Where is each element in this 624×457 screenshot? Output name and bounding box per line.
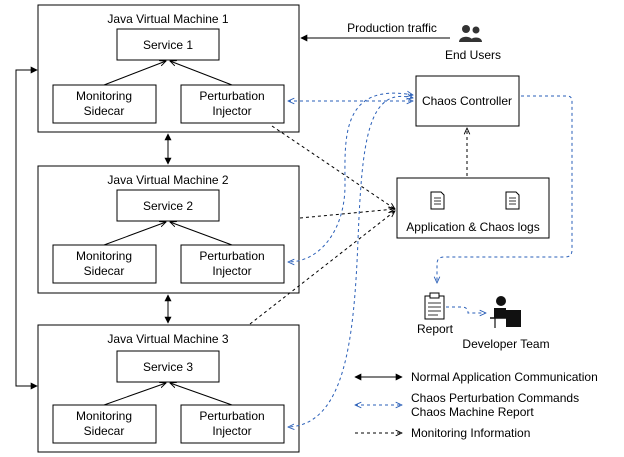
jvm-3: Java Virtual Machine 3 Service 3 Monitor…	[37, 324, 300, 453]
perturbation-injector-1-line1: Perturbation	[199, 89, 264, 103]
controller-injector-2-arrow	[288, 93, 413, 262]
legend-monitoring-label: Monitoring Information	[411, 426, 530, 440]
jvm-1: Java Virtual Machine 1 Service 1 Monitor…	[37, 4, 300, 133]
jvm-1-title: Java Virtual Machine 1	[107, 12, 229, 26]
jvm1-jvm3-communication-arrow	[15, 66, 38, 390]
document-icon	[430, 191, 445, 210]
developer-team-label: Developer Team	[462, 337, 549, 351]
controller-to-report-arrow	[437, 95, 573, 283]
document-icon	[505, 191, 520, 210]
legend-chaos-label-2: Chaos Machine Report	[411, 405, 534, 419]
jvm-3-title: Java Virtual Machine 3	[107, 332, 229, 346]
injector-3-to-service-arrow	[170, 383, 233, 406]
report-to-developer-arrow	[446, 306, 486, 313]
users-icon	[459, 25, 482, 42]
jvm-2-title: Java Virtual Machine 2	[107, 173, 229, 187]
report-label: Report	[417, 322, 454, 336]
perturbation-injector-3-box	[180, 404, 285, 444]
service-1-label: Service 1	[143, 38, 193, 52]
end-users-label: End Users	[445, 48, 501, 62]
monitoring-sidecar-3-line2: Sidecar	[84, 424, 125, 438]
monitoring-sidecar-3-box	[52, 404, 157, 444]
sidecar-2-to-service-arrow	[103, 222, 166, 246]
monitoring-sidecar-1-line1: Monitoring	[76, 89, 132, 103]
jvm2-monitoring-arrow	[299, 209, 395, 219]
service-2-label: Service 2	[143, 199, 193, 213]
monitoring-sidecar-3-line1: Monitoring	[76, 409, 132, 423]
legend-chaos-label-1: Chaos Perturbation Commands	[411, 391, 579, 405]
injector-1-to-service-arrow	[170, 61, 233, 86]
logs-box	[396, 177, 550, 239]
sidecar-3-to-service-arrow	[103, 383, 166, 406]
monitoring-sidecar-2-line1: Monitoring	[76, 249, 132, 263]
chaos-controller-box	[415, 75, 520, 127]
service-1-box	[116, 28, 220, 61]
production-traffic-label: Production traffic	[347, 21, 437, 35]
perturbation-injector-2-box	[180, 244, 285, 284]
perturbation-injector-2-line2: Injector	[212, 264, 251, 278]
monitoring-sidecar-2-box	[52, 244, 157, 284]
jvm-2: Java Virtual Machine 2 Service 2 Monitor…	[37, 165, 300, 294]
perturbation-injector-3-line1: Perturbation	[199, 409, 264, 423]
perturbation-injector-1-box	[180, 84, 285, 124]
service-2-box	[116, 189, 220, 222]
perturbation-injector-3-line2: Injector	[212, 424, 251, 438]
legend: Normal Application Communication Chaos P…	[354, 370, 598, 440]
service-3-label: Service 3	[143, 360, 193, 374]
report-icon	[424, 292, 445, 320]
logs-label: Application & Chaos logs	[406, 220, 539, 234]
chaos-controller-label: Chaos Controller	[422, 94, 512, 108]
legend-normal-label: Normal Application Communication	[411, 370, 598, 384]
developer-icon	[490, 296, 521, 328]
injector-2-to-service-arrow	[170, 222, 233, 246]
sidecar-1-to-service-arrow	[103, 61, 166, 86]
perturbation-injector-2-line1: Perturbation	[199, 249, 264, 263]
monitoring-sidecar-2-line2: Sidecar	[84, 264, 125, 278]
service-3-box	[116, 350, 220, 383]
perturbation-injector-1-line2: Injector	[212, 104, 251, 118]
monitoring-sidecar-1-line2: Sidecar	[84, 104, 125, 118]
